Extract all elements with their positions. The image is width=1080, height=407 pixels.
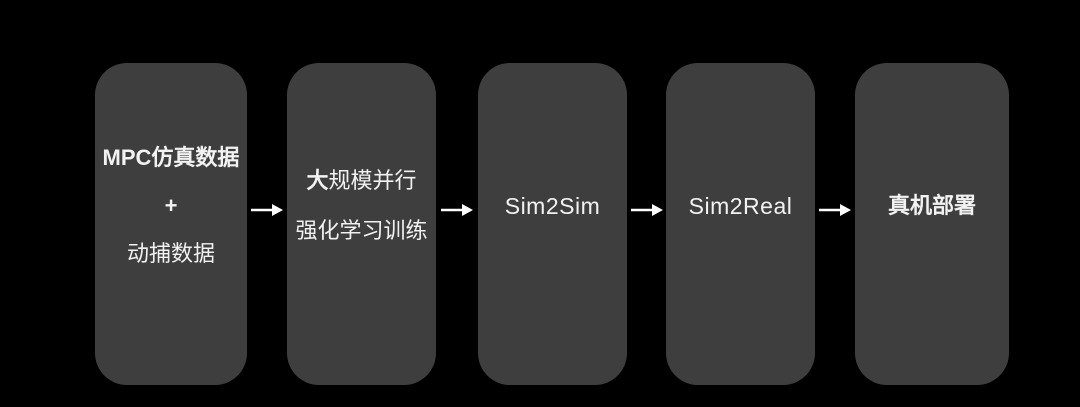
plus-sign: + (164, 193, 178, 218)
connector-3 (627, 63, 666, 385)
node-data-source: MPC仿真数据 + 动捕数据 (95, 63, 247, 385)
node-sim2real: Sim2Real (666, 63, 815, 385)
flow-row: MPC仿真数据 + 动捕数据 大规模并行 强化学习训练 (95, 63, 1009, 385)
node-rl-training-line1-rest: 规模并行 (328, 168, 417, 193)
node-sim2real-label: Sim2Real (688, 193, 793, 219)
arrow-right-icon (251, 204, 283, 216)
node-data-source-content: MPC仿真数据 + 动捕数据 (103, 145, 240, 267)
node-real-deploy: 真机部署 (855, 63, 1009, 385)
arrow-right-icon (441, 204, 473, 216)
node-rl-training-line2: 强化学习训练 (295, 218, 428, 243)
node-real-deploy-content: 真机部署 (888, 193, 976, 219)
node-data-source-line2: 动捕数据 (126, 241, 215, 266)
node-real-deploy-label: 真机部署 (887, 193, 976, 218)
node-rl-training-line1-bold: 大 (306, 168, 329, 193)
node-sim2sim-content: Sim2Sim (505, 193, 601, 219)
node-data-source-line1: MPC仿真数据 (102, 145, 240, 170)
arrow-right-icon (819, 204, 851, 216)
connector-1 (247, 63, 287, 385)
node-rl-training-line1: 大规模并行 (306, 168, 416, 194)
node-rl-training-content: 大规模并行 强化学习训练 (295, 168, 427, 244)
node-rl-training: 大规模并行 强化学习训练 (287, 63, 436, 385)
node-sim2real-content: Sim2Real (689, 193, 793, 219)
node-sim2sim-label: Sim2Sim (504, 193, 601, 219)
connector-2 (436, 63, 478, 385)
arrow-right-icon (630, 204, 663, 216)
node-sim2sim: Sim2Sim (478, 63, 627, 385)
connector-4 (815, 63, 855, 385)
